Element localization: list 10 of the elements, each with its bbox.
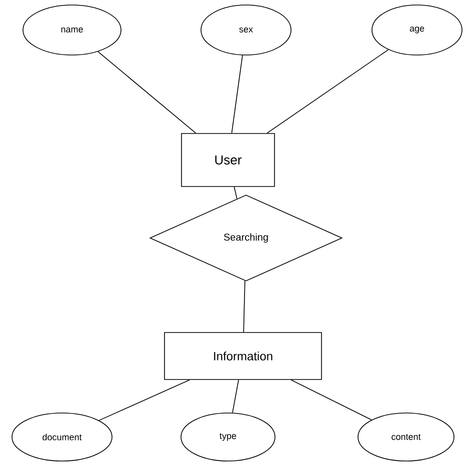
connector-line <box>232 380 239 414</box>
connector-line <box>243 280 246 332</box>
entity-box: Information <box>164 332 322 380</box>
connector-line <box>266 49 389 134</box>
connector-line <box>234 186 238 200</box>
entity-box: User <box>181 133 275 187</box>
connector-line <box>231 54 243 134</box>
connector-line <box>98 51 196 134</box>
connector-line <box>290 380 372 420</box>
connector-line <box>98 380 190 421</box>
